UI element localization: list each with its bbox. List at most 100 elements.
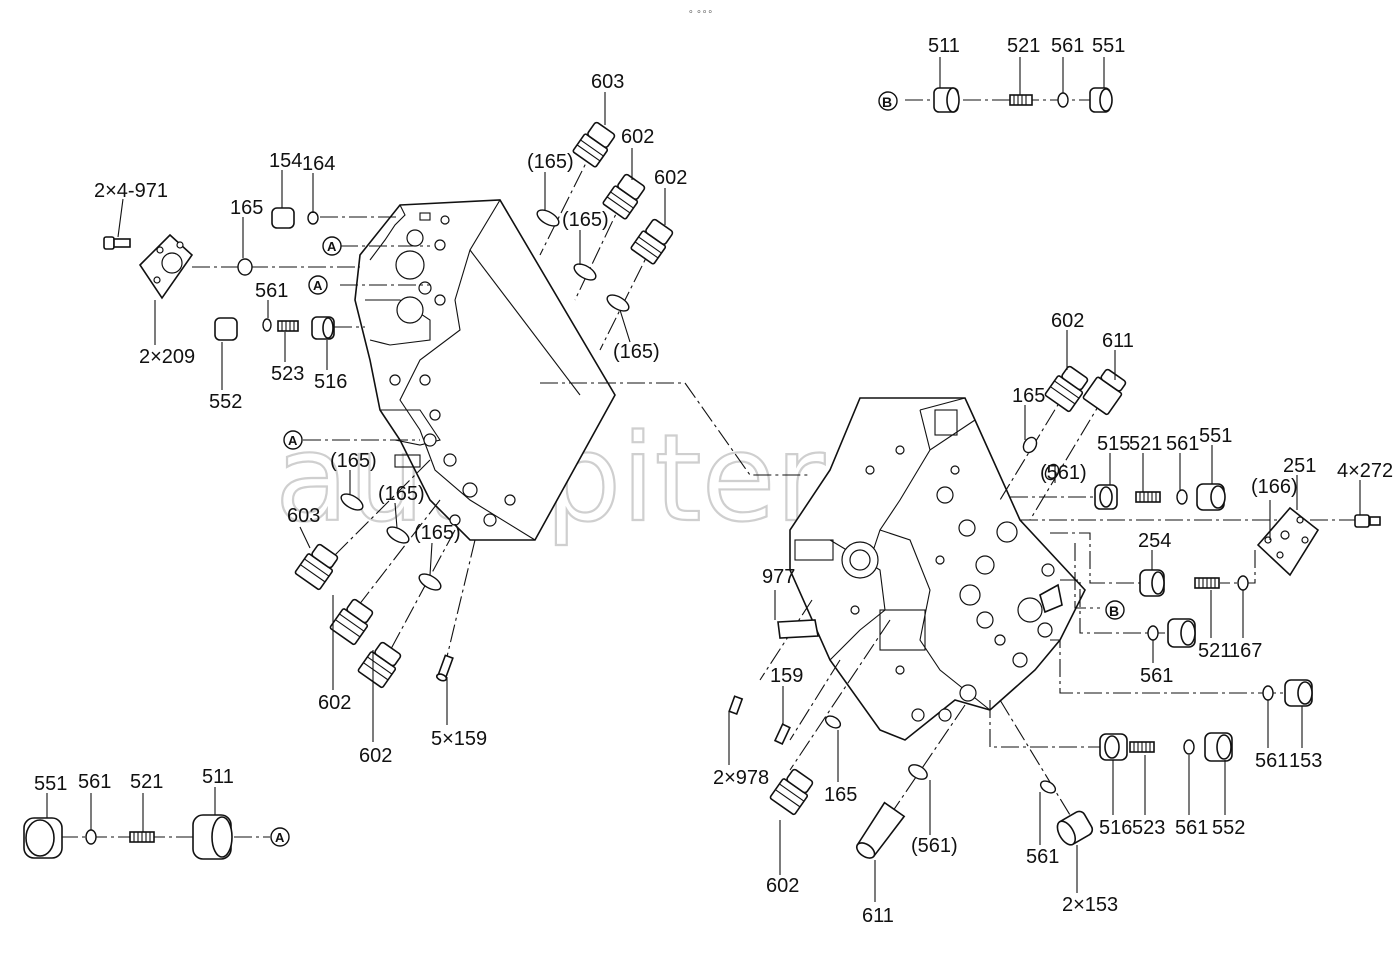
fitting-602-b <box>630 218 674 265</box>
plug-552-left <box>214 317 238 341</box>
fitting-603-top <box>572 121 616 168</box>
callout-2x209: 2×209 <box>139 346 195 368</box>
left-block-centerlines <box>192 144 810 666</box>
oring-561-top <box>1057 92 1069 108</box>
callout-521-right: 521 <box>1129 433 1162 455</box>
fitting-611-right <box>1082 368 1127 416</box>
callout-167: 167 <box>1229 640 1262 662</box>
right-valve-block <box>789 397 1086 741</box>
oring-165-e <box>386 526 410 544</box>
oring-165-a <box>536 209 560 227</box>
callout-254: 254 <box>1138 530 1171 552</box>
callout-165-e: (165) <box>378 483 425 505</box>
callout-521-right-b: 521 <box>1198 640 1231 662</box>
callout-251: 251 <box>1283 455 1316 477</box>
ref-a-3 <box>283 430 303 450</box>
oring-561-left <box>262 318 272 332</box>
ref-a-2 <box>308 275 328 295</box>
assembly-top-right: B 511 521 561 551 <box>878 35 1125 113</box>
oring-561-right <box>1176 489 1188 505</box>
assembly-bottom-left: A 551 561 521 511 <box>23 766 290 860</box>
oring-165-b <box>573 263 597 281</box>
header-mark: ∘ ∘∘∘ <box>688 6 713 16</box>
callout-561-right: 561 <box>1166 433 1199 455</box>
callout-5x159: 5×159 <box>431 728 487 750</box>
right-callouts: 602 611 165 (561) 515 521 561 551 (166) … <box>713 310 1393 927</box>
callout-165-b: (165) <box>562 209 609 231</box>
callout-552-left: 552 <box>209 391 242 413</box>
fitting-611-bottom <box>855 801 906 859</box>
bolt-272 <box>1354 514 1381 528</box>
ref-a-1-label: A <box>327 239 337 254</box>
bolt-159-right <box>773 723 791 746</box>
callout-551-bottom: 551 <box>34 773 67 795</box>
callout-561-right-b: 561 <box>1140 665 1173 687</box>
ref-a-2-label: A <box>313 278 323 293</box>
callout-165-right: 165 <box>1012 385 1045 407</box>
ref-a-1 <box>322 236 342 256</box>
callout-602-b: 602 <box>654 167 687 189</box>
callout-2x153: 2×153 <box>1062 894 1118 916</box>
callout-611-right: 611 <box>1102 330 1134 352</box>
bolt-5x159 <box>435 654 454 682</box>
oring-165-right-b <box>824 715 842 729</box>
plug-2x153 <box>1056 810 1094 846</box>
callout-551-right: 551 <box>1199 425 1232 447</box>
callout-602-right: 602 <box>1051 310 1084 332</box>
callout-511-top: 511 <box>928 35 960 57</box>
callout-523-right: 523 <box>1132 817 1165 839</box>
callout-602-c: 602 <box>318 692 351 714</box>
callout-165-a: (165) <box>527 151 574 173</box>
oring-165-d <box>340 493 364 511</box>
plate-977 <box>777 619 819 639</box>
oring-164 <box>307 211 319 225</box>
right-block-fittings: B <box>728 330 1381 902</box>
callout-603-top: 603 <box>591 71 624 93</box>
callout-561p-right: (561) <box>1040 462 1087 484</box>
oring-165-c <box>606 294 630 312</box>
callout-159: 159 <box>770 665 803 687</box>
callout-521-bottom: 521 <box>130 771 163 793</box>
callout-523-left: 523 <box>271 363 304 385</box>
fitting-602-c <box>329 598 374 646</box>
bolt-978 <box>728 695 744 716</box>
fitting-602-a <box>602 173 646 220</box>
callout-164: 164 <box>302 153 335 175</box>
callout-561-right-d: 561 <box>1026 846 1059 868</box>
callout-511-bottom: 511 <box>202 766 234 788</box>
oring-561-right-q <box>908 764 928 780</box>
ref-a-bottom <box>270 827 290 847</box>
fitting-602-right <box>1044 365 1089 413</box>
callout-165-f: (165) <box>414 522 461 544</box>
callout-603-bottom: 603 <box>287 505 320 527</box>
callout-154: 154 <box>269 150 302 172</box>
oring-167 <box>1237 575 1249 591</box>
ref-b-right <box>1105 600 1125 620</box>
callout-166: (166) <box>1251 476 1298 498</box>
flange-251 <box>1256 506 1320 577</box>
callout-4x272: 4×272 <box>1337 460 1393 482</box>
callout-515: 515 <box>1097 433 1130 455</box>
callout-2x978: 2×978 <box>713 767 769 789</box>
callout-153: 153 <box>1289 750 1322 772</box>
oring-561-right-c <box>1262 685 1274 701</box>
callout-521-top: 521 <box>1007 35 1040 57</box>
plug-154 <box>271 207 295 229</box>
left-callouts: 603 602 602 (165) (165) (165) 154 164 2×… <box>94 71 687 767</box>
spring-521-top <box>1009 94 1033 106</box>
callout-516-right: 516 <box>1099 817 1132 839</box>
ref-a-bottom-label: A <box>275 830 285 845</box>
callout-561-right-e: 561 <box>1175 817 1208 839</box>
callout-2x4-971: 2×4-971 <box>94 180 168 202</box>
spring-523-left <box>277 320 299 332</box>
fitting-602-right-b <box>769 768 814 816</box>
callout-602-d: 602 <box>359 745 392 767</box>
fitting-603-bottom <box>294 543 339 591</box>
oring-561-bottom <box>85 829 97 845</box>
callout-165-right-b: 165 <box>824 784 857 806</box>
bolt-971 <box>103 236 131 250</box>
callout-561-bottom: 561 <box>78 771 111 793</box>
ref-b-right-label: B <box>1109 603 1119 619</box>
ref-b-top: B <box>882 94 892 110</box>
